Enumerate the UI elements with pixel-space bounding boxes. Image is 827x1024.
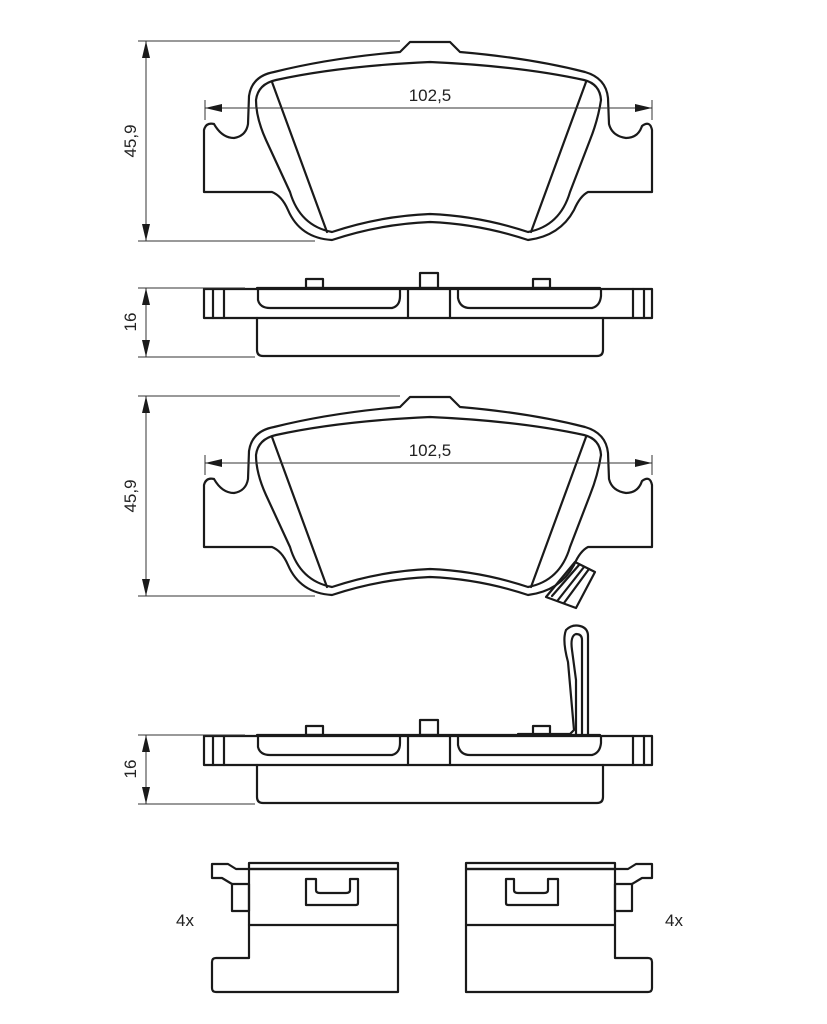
wear-indicator-front bbox=[544, 560, 597, 610]
brake-pad-side-view-with-indicator bbox=[202, 718, 654, 805]
thickness-label-2: 16 bbox=[121, 760, 140, 779]
clip-quantity-left: 4x bbox=[176, 911, 194, 930]
mounting-clip-left bbox=[210, 861, 400, 994]
width-label-2: 102,5 bbox=[409, 441, 452, 460]
width-label: 102,5 bbox=[409, 86, 452, 105]
brake-pad-front-view bbox=[202, 40, 654, 242]
width-dimension-2: 102,5 bbox=[204, 441, 653, 475]
brake-pad-side-view bbox=[202, 271, 654, 358]
thickness-dimension: 16 bbox=[121, 287, 255, 358]
clip-quantity-right: 4x bbox=[665, 911, 683, 930]
height-dimension: 45,9 bbox=[121, 40, 400, 242]
height-label: 45,9 bbox=[121, 124, 140, 157]
thickness-dimension-2: 16 bbox=[121, 734, 255, 805]
wear-indicator-side bbox=[516, 624, 590, 736]
width-dimension: 102,5 bbox=[204, 86, 653, 120]
brake-pad-front-view-with-indicator bbox=[202, 395, 654, 597]
height-label-2: 45,9 bbox=[121, 479, 140, 512]
thickness-label: 16 bbox=[121, 313, 140, 332]
height-dimension-2: 45,9 bbox=[121, 395, 400, 597]
mounting-clip-right bbox=[464, 861, 654, 994]
